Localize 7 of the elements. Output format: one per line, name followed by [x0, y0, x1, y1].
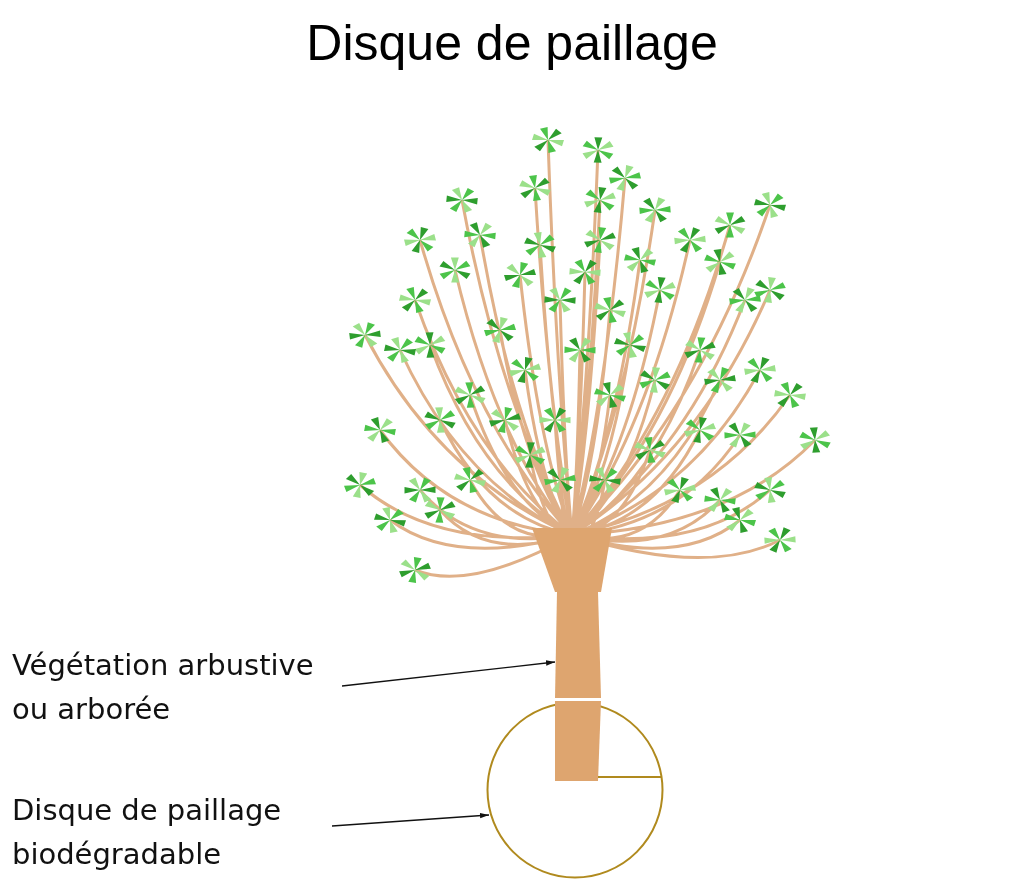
callout-text: Végétation arbustive ou arborée [12, 643, 342, 731]
callout-text: Disque de paillage biodégradable [12, 788, 332, 876]
title: Disque de paillage [305, 14, 719, 72]
tree-trunk [555, 592, 601, 698]
leader-line [331, 812, 490, 827]
mulch-disc-circle [486, 701, 664, 879]
leader-line [341, 660, 556, 687]
